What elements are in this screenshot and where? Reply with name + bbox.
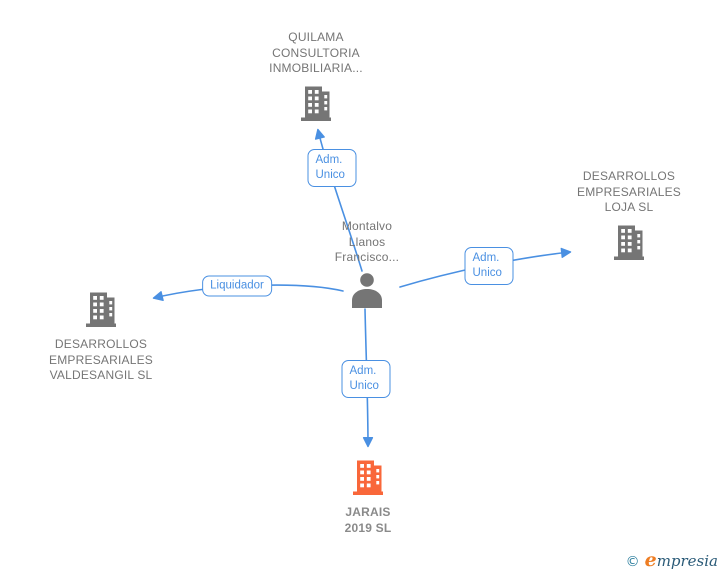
person-name: Montalvo Llanos Francisco... [334, 219, 400, 264]
brand-initial: e [644, 549, 657, 571]
brand-rest: mpresia [656, 552, 718, 570]
edge-label-adm-unico-bottom: Adm. Unico [341, 360, 391, 398]
company-name: JARAIS 2019 SL [344, 505, 392, 535]
node-person-montalvo[interactable]: Montalvo Llanos Francisco... [312, 219, 422, 309]
person-icon [346, 271, 388, 309]
node-company-valdesangil[interactable]: DESARROLLOS EMPRESARIALES VALDESANGIL SL [21, 291, 181, 384]
node-company-jarais[interactable]: JARAIS 2019 SL [313, 459, 423, 536]
empresia-logo[interactable]: © empresia [626, 549, 718, 571]
edge-label-adm-unico-right: Adm. Unico [464, 247, 514, 285]
copyright-symbol: © [625, 554, 640, 570]
edge-label-liquidador: Liquidador [202, 275, 272, 297]
company-name: DESARROLLOS EMPRESARIALES VALDESANGIL SL [49, 337, 153, 382]
building-icon [84, 291, 118, 329]
building-icon [299, 85, 333, 123]
brand-wordmark: empresia [645, 549, 718, 571]
company-name: DESARROLLOS EMPRESARIALES LOJA SL [577, 169, 681, 214]
building-icon [612, 224, 646, 262]
edge-label-adm-unico-top: Adm. Unico [307, 149, 357, 187]
building-icon [351, 459, 385, 497]
node-company-loja[interactable]: DESARROLLOS EMPRESARIALES LOJA SL [554, 169, 704, 262]
node-company-quilama[interactable]: QUILAMA CONSULTORIA INMOBILIARIA... [241, 30, 391, 123]
company-name: QUILAMA CONSULTORIA INMOBILIARIA... [269, 30, 363, 75]
